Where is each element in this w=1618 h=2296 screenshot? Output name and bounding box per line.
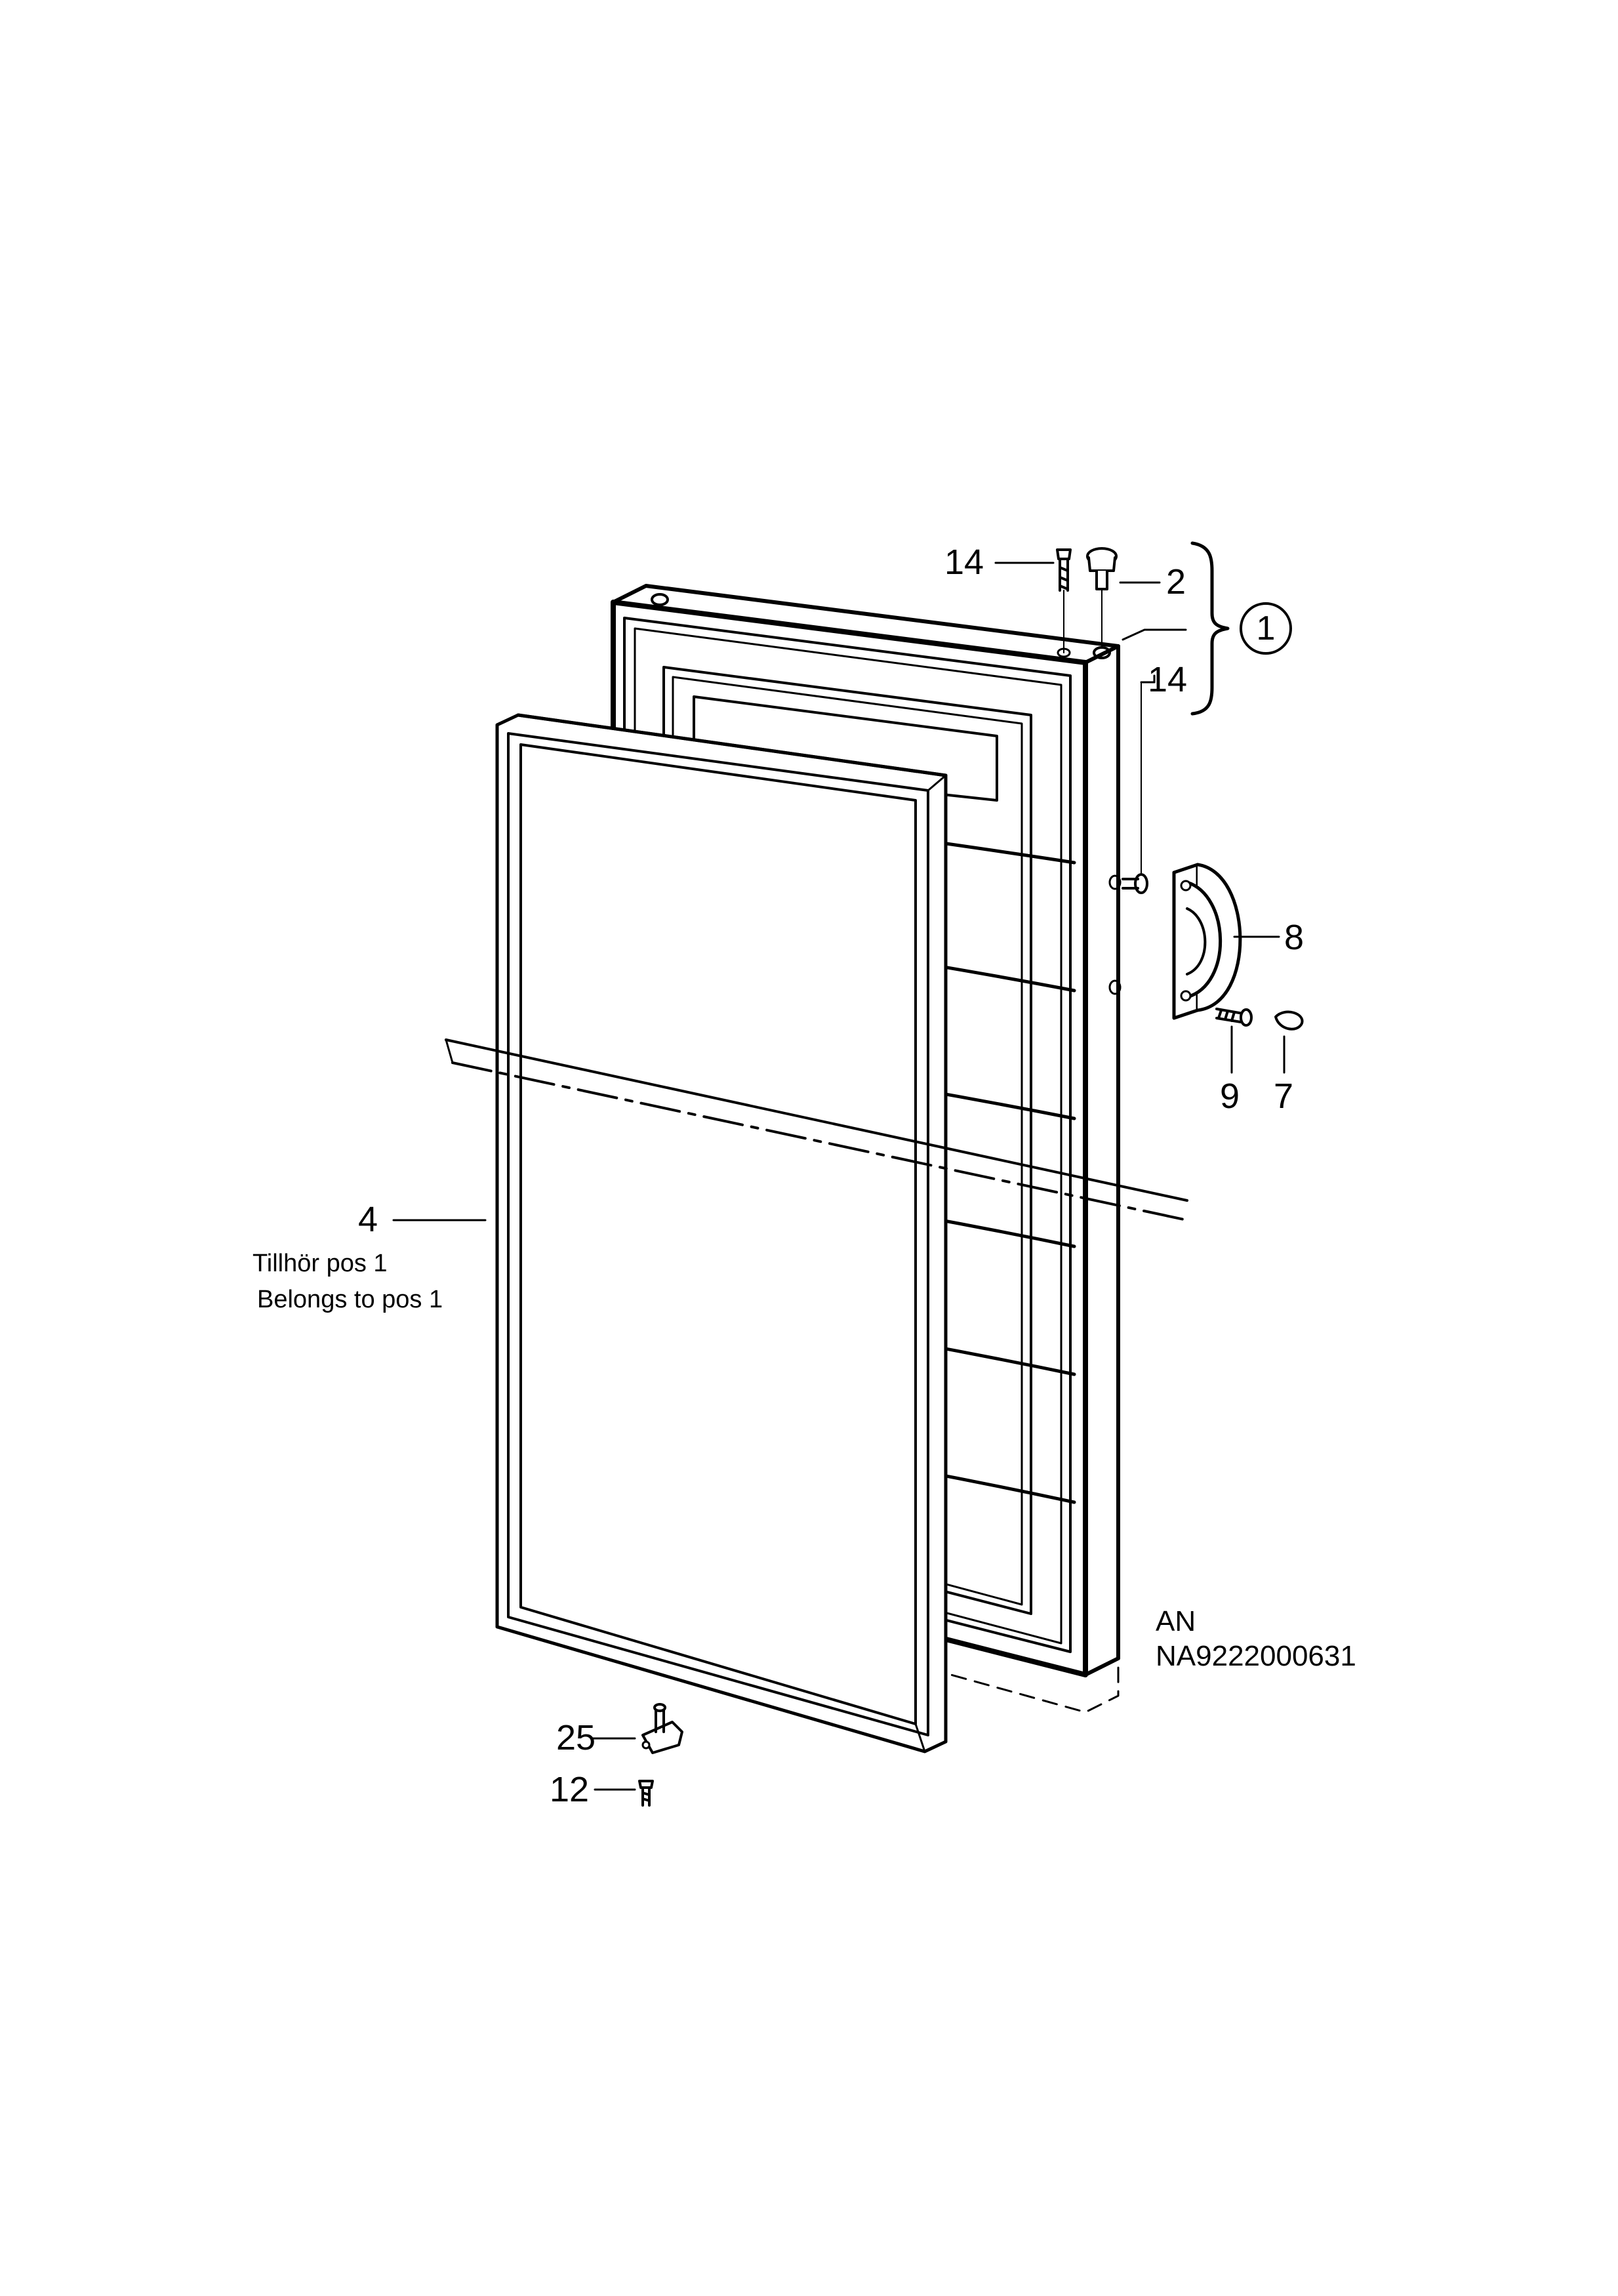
note-line-1: Tillhör pos 1 <box>253 1250 388 1277</box>
handle-screw-9 <box>1215 1008 1253 1027</box>
door-gasket <box>495 713 948 1753</box>
drawing-code-number: NA9222000631 <box>1156 1640 1356 1672</box>
callout-1-circled: 1 <box>1240 602 1292 655</box>
callout-9: 9 <box>1220 1076 1240 1116</box>
hinge-pin-2 <box>1086 547 1118 647</box>
drawing-code-an: AN <box>1156 1605 1196 1637</box>
lower-hinge-25 <box>641 1703 683 1754</box>
callout-25: 25 <box>556 1718 596 1757</box>
side-screw-14 <box>1122 681 1156 894</box>
callout-12: 12 <box>550 1770 590 1809</box>
callout-14-top: 14 <box>944 543 984 582</box>
callout-4: 4 <box>358 1200 378 1239</box>
hinge-screw-14 <box>1056 548 1072 653</box>
screw-cap-7 <box>1274 1010 1304 1031</box>
leader-lines <box>392 562 1285 1791</box>
callout-1-text: 1 <box>1256 609 1276 647</box>
callout-8: 8 <box>1284 918 1305 957</box>
door-handle-8 <box>1172 863 1242 1020</box>
group-brace <box>1190 541 1230 716</box>
callout-7: 7 <box>1274 1076 1294 1116</box>
note-line-2: Belongs to pos 1 <box>257 1286 443 1313</box>
callout-2: 2 <box>1166 562 1186 602</box>
hinge-screw-12 <box>638 1780 654 1807</box>
section-break-line <box>445 1038 1188 1221</box>
callout-14-side: 14 <box>1148 660 1188 699</box>
